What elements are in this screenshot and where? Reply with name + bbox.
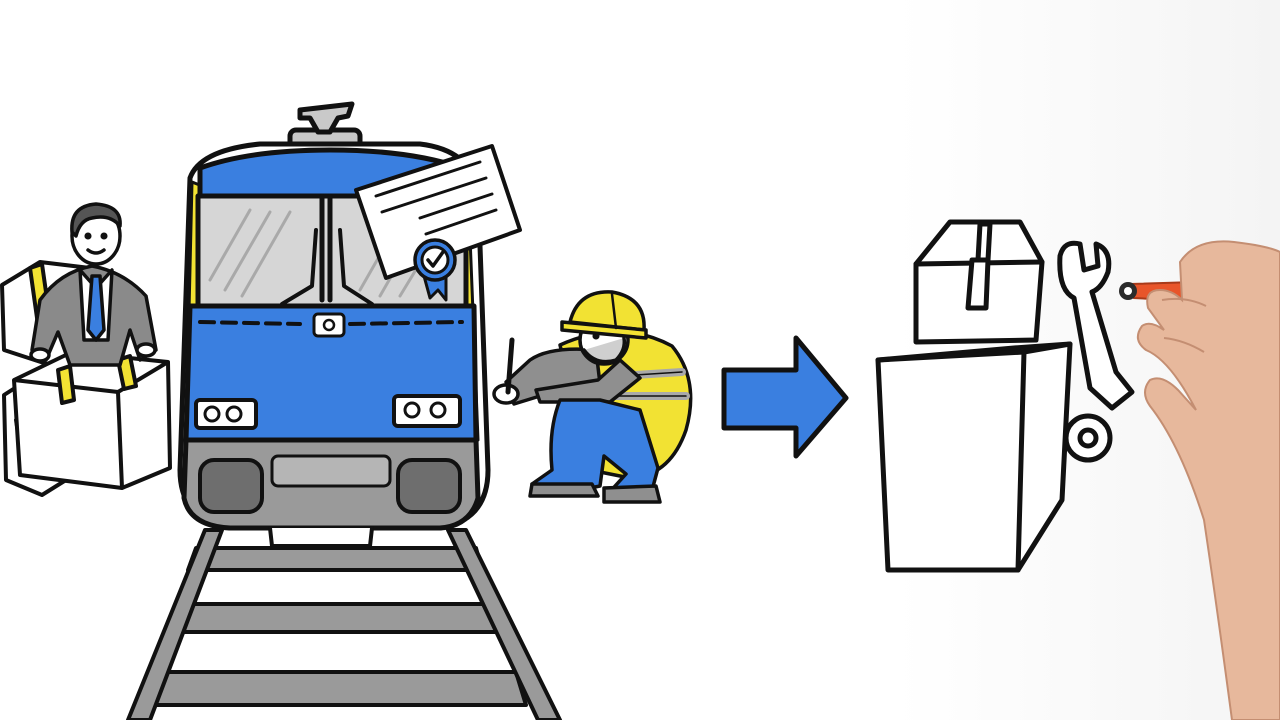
box-on-pedestal (875, 219, 1073, 573)
businessman (29, 202, 158, 367)
right-arrow (721, 335, 849, 459)
wrench-icon (1057, 240, 1135, 463)
drawing-hand-with-marker (1119, 240, 1280, 720)
certificate-with-checkmark-badge (354, 144, 522, 302)
railway-track (120, 528, 562, 720)
crouching-worker (492, 290, 693, 504)
